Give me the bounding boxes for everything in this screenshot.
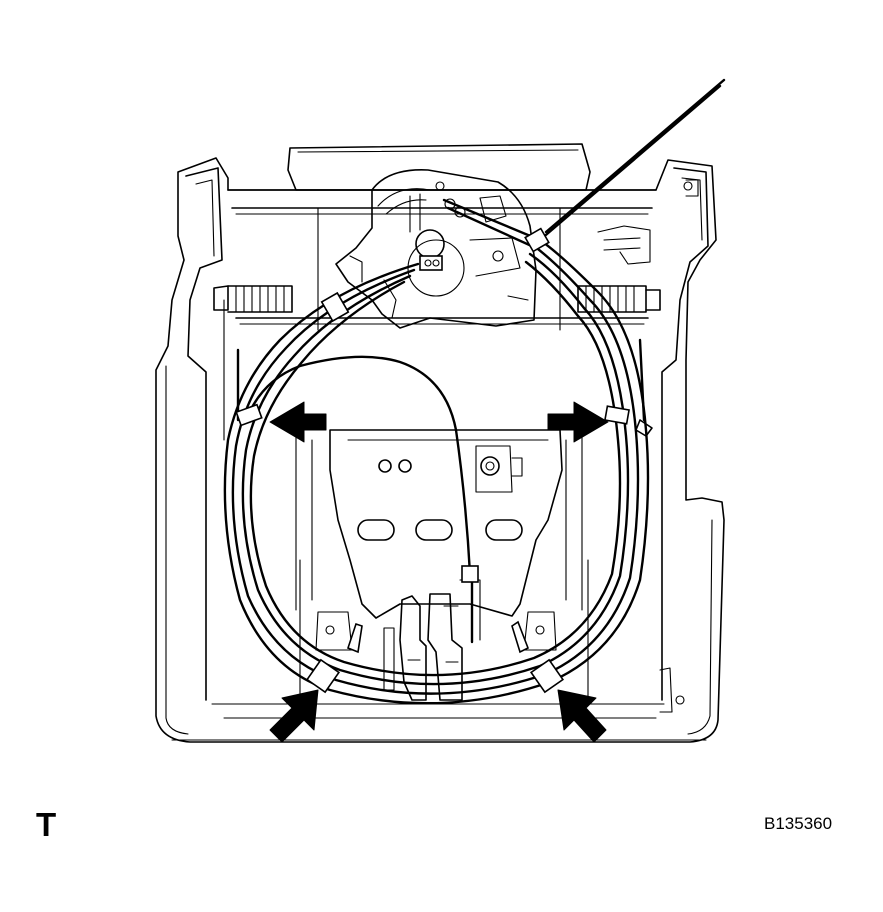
solid-black-arrow-icon [269,401,327,443]
callout-arrows [269,401,609,743]
corner-letter: T [36,806,57,843]
center-pan [295,425,583,701]
release-cables [223,78,726,705]
left-spring [213,285,293,313]
lock-mechanism [335,169,537,329]
right-spring [577,285,661,313]
figure-code: B135360 [764,814,833,833]
solid-black-arrow-icon [547,401,609,443]
solid-black-arrow-icon [557,689,607,743]
cable-clamps [235,227,653,694]
solid-black-arrow-icon [269,689,319,743]
